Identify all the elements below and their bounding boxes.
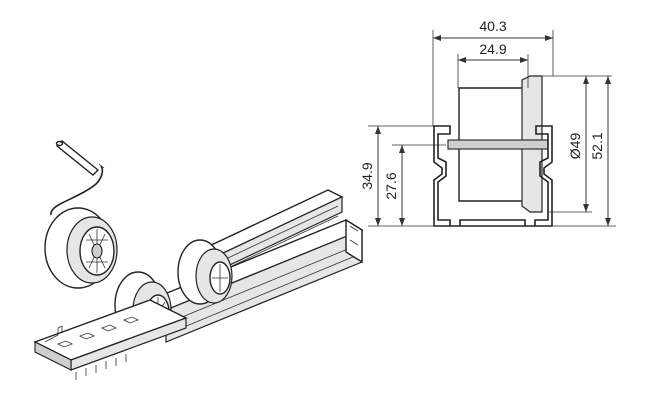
spring-clip bbox=[50, 163, 105, 216]
cross-section: 40.3 24.9 34.9 27.6 bbox=[359, 18, 616, 227]
axle-pin bbox=[55, 140, 100, 176]
label-inner-height: 27.6 bbox=[383, 172, 399, 199]
dim-inner-height: 27.6 bbox=[383, 144, 446, 226]
label-roller-diameter: Ø49 bbox=[567, 133, 583, 160]
label-inner-width: 24.9 bbox=[479, 41, 506, 57]
mounted-roller-rear bbox=[177, 239, 233, 305]
isometric-assembly bbox=[33, 140, 364, 380]
loose-roller bbox=[44, 207, 118, 289]
label-outer-height: 34.9 bbox=[359, 162, 375, 189]
dim-outer-height: 34.9 bbox=[359, 125, 434, 227]
dim-inner-width: 24.9 bbox=[457, 41, 529, 88]
section-axle bbox=[447, 139, 549, 150]
dim-total-height: 52.1 bbox=[552, 76, 616, 227]
base-plate bbox=[33, 299, 188, 380]
dim-outer-width: 40.3 bbox=[432, 18, 554, 126]
dim-roller-diameter: Ø49 bbox=[542, 75, 612, 213]
label-outer-width: 40.3 bbox=[479, 18, 506, 34]
label-total-height: 52.1 bbox=[589, 132, 605, 159]
